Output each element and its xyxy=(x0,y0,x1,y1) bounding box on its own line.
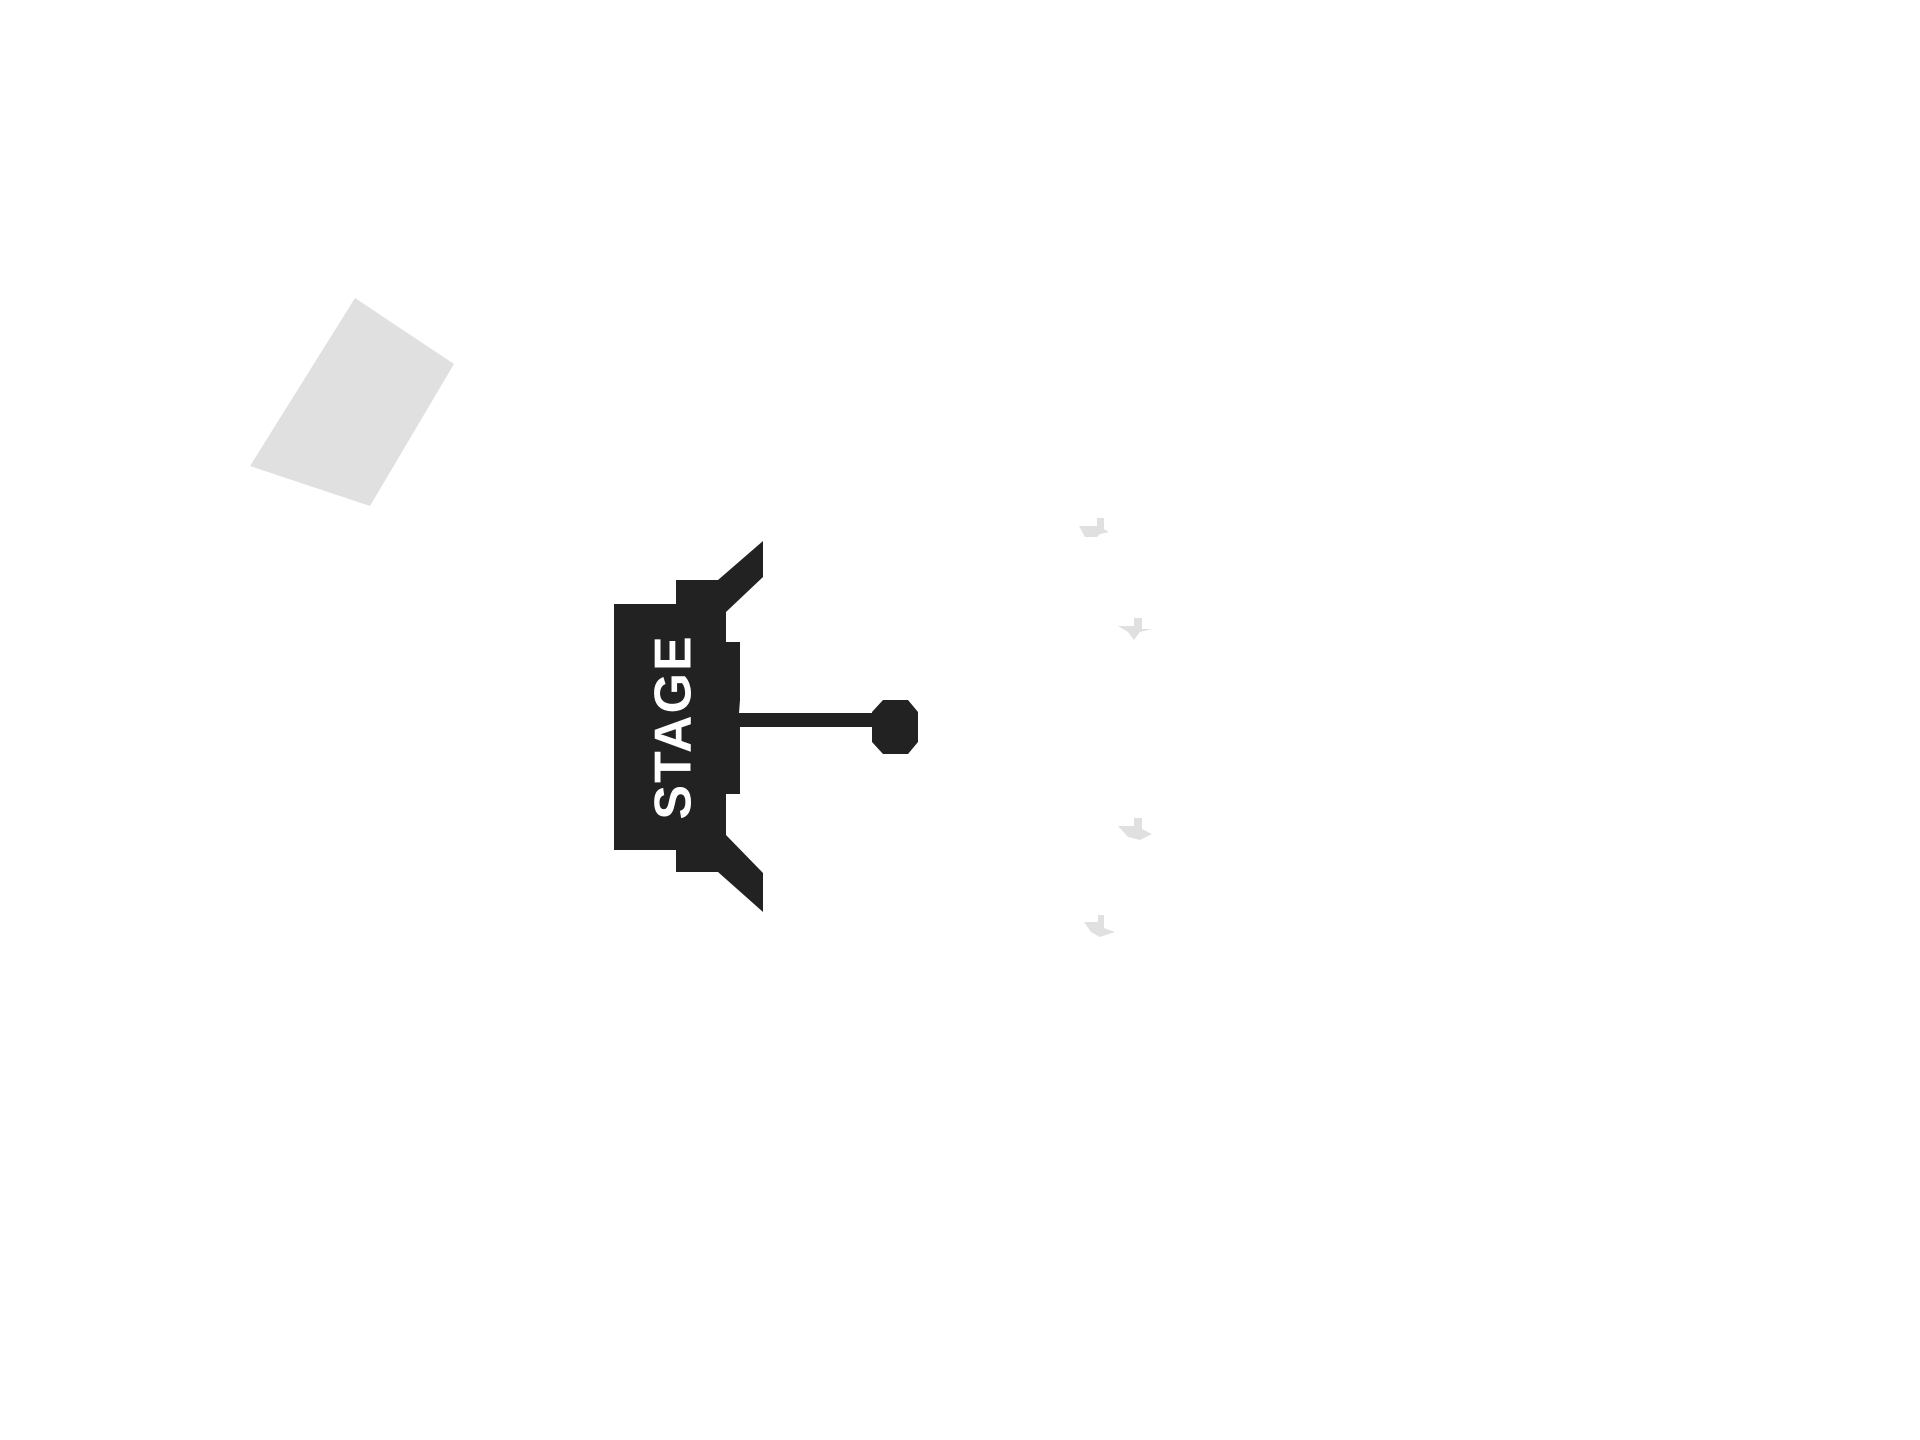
stage-runway xyxy=(735,713,895,727)
seat-marker[interactable] xyxy=(1118,618,1152,640)
seat-marker[interactable] xyxy=(1084,915,1115,937)
seat-marker[interactable] xyxy=(1079,518,1109,537)
stage: STAGE xyxy=(614,541,918,912)
seat-marker[interactable] xyxy=(1118,818,1152,840)
seat-markers xyxy=(1079,518,1152,937)
stage-thrust xyxy=(872,700,918,754)
section-upper-left[interactable] xyxy=(250,298,454,506)
stage-body xyxy=(614,541,763,912)
stage-label: STAGE xyxy=(645,634,703,819)
